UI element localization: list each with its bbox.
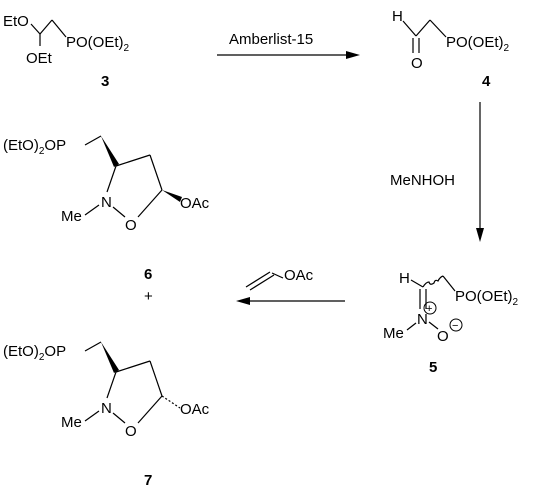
arrow-step2-head [476,228,484,242]
c7-bond-c4-c5 [149,360,163,397]
c3-eto-label: EtO [3,13,29,30]
c3-bond-ch2-p [51,19,67,38]
reagent-amberlist: Amberlist-15 [229,31,313,48]
c6-bond-p-ch2 [84,135,102,146]
c5-phosphonate-sub: 2 [513,297,519,308]
c7-phosphonate-prefix: (EtO) [3,343,39,360]
c5-me-label: Me [383,325,404,342]
compound-5-number: 5 [429,359,437,376]
c6-me-label: Me [61,208,82,225]
reagent-oac: OAc [284,267,314,284]
c5-wavy-bond [422,275,444,288]
compound-4: H O PO(OEt)2 4 [392,8,510,90]
c7-bond-c3-c4 [115,360,151,373]
compound-3: EtO OEt PO(OEt)2 3 [3,13,130,90]
c6-bond-o-c5 [137,189,163,218]
reagent-menhoh: MeNHOH [390,172,455,189]
c5-minus-charge: − [452,320,458,332]
c3-phosphonate-sub: 2 [124,43,130,54]
c7-me-label: Me [61,414,82,431]
compound-6: (EtO)2OP N Me O OAc 6 [3,135,210,283]
c7-wedge-bond [101,342,119,373]
c4-bond-h-c [402,20,417,37]
arrow-step1: Amberlist-15 [217,31,360,59]
c4-o-label: O [411,55,423,72]
plus-sign: + [144,288,153,305]
vinyl-bond-1 [245,271,271,288]
c7-bond-n-o [112,412,126,424]
c4-bond-c-ch2 [415,19,431,37]
c5-n-label: N [417,311,428,328]
c5-h-label: H [399,270,410,287]
c3-bond-ch-ch2 [39,19,53,35]
c7-bond-c3-n [106,371,117,399]
arrow-step2: MeNHOH [390,102,484,242]
compound-3-number: 3 [101,73,109,90]
c7-oac-label: OAc [180,401,210,418]
c6-bond-c3-c4 [115,154,151,167]
c3-phosphonate-label: PO(OEt)2 [66,34,130,54]
c6-phosphonate-prefix: (EtO) [3,137,39,154]
c3-bond-o-ch [30,23,41,35]
c6-bond-c3-n [106,165,117,193]
c7-phosphonate-sub: 2 [39,352,45,363]
compound-5: H PO(OEt)2 N + Me O − 5 [383,270,519,376]
vinyl-bond-2 [249,274,275,291]
c3-oet-label: OEt [26,50,53,67]
c5-plus-charge-circle [423,301,437,315]
arrow-step1-head [346,51,360,59]
compound-7-number: 7 [144,472,152,489]
c5-phosphonate-main: PO(OEt) [455,288,513,305]
c6-oac-label: OAc [180,195,210,212]
c7-bond-p-ch2 [84,341,102,352]
c4-phosphonate-sub: 2 [504,43,510,54]
compound-4-number: 4 [482,73,491,90]
c4-phosphonate-main: PO(OEt) [446,34,504,51]
arrow-step3: OAc [236,267,345,305]
c5-bond-ch2-p [442,275,456,292]
c7-n-label: N [101,400,112,417]
c6-phosphonate-sub: 2 [39,146,45,157]
c5-bond-n-o [428,321,439,330]
c6-oac-wedge [162,190,182,202]
c7-phosphonate-suffix: OP [44,343,66,360]
c7-bond-me-n [84,410,100,422]
c3-phosphonate-main: PO(OEt) [66,34,124,51]
c4-phosphonate-label: PO(OEt)2 [446,34,510,54]
c5-phosphonate-label: PO(OEt)2 [455,288,519,308]
c6-bond-c4-c5 [149,154,163,191]
c4-bond-ch2-p [429,19,447,38]
c4-h-label: H [392,8,403,25]
c6-bond-me-n [84,204,100,216]
arrow-step3-head [236,297,250,305]
c5-bond-me-n [406,322,417,331]
compound-7: (EtO)2OP N Me O OAc 7 [3,341,210,489]
c7-bond-o-c5 [137,395,163,424]
c6-wedge-bond [101,136,119,167]
vinyl-bond-o [271,272,284,279]
c7-phosphonate-label: (EtO)2OP [3,343,66,363]
c5-plus-charge: + [426,303,432,315]
c5-bond-h-c [410,279,424,288]
c6-phosphonate-suffix: OP [44,137,66,154]
c6-bond-n-o [112,206,126,218]
compound-6-number: 6 [144,266,152,283]
c7-o-label: O [125,423,137,440]
c6-phosphonate-label: (EtO)2OP [3,137,66,157]
c5-o-label: O [437,328,449,345]
c5-minus-charge-circle [449,318,463,332]
c7-oac-hashed-bond [161,395,181,409]
c6-o-label: O [125,217,137,234]
c6-n-label: N [101,194,112,211]
